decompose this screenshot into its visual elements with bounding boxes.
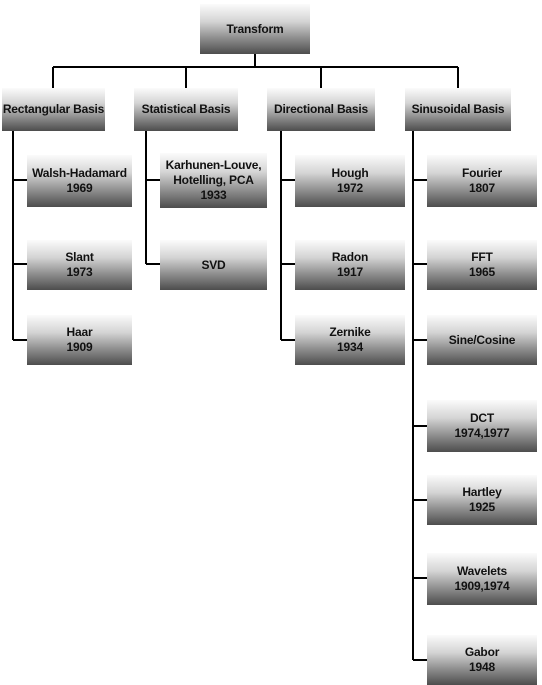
node-line2: 1972 [337,181,363,195]
node-fft: FFT 1965 [427,240,537,290]
node-line1: Haar [66,325,93,339]
node-line1: DCT [469,411,495,425]
node-line1: Walsh-Hadamard [32,166,127,180]
node-label: Directional Basis [274,102,368,116]
node-label: Statistical Basis [141,102,231,116]
node-transform-label: Transform [226,21,284,36]
node-line2: 1973 [66,265,93,279]
node-line1: FFT [471,250,493,264]
node-line3: 1933 [200,188,227,202]
node-transform: Transform [200,4,310,54]
node-haar: Haar 1909 [27,315,132,365]
node-line1: Zernike [329,325,371,339]
node-radon: Radon 1917 [295,240,405,290]
node-walsh-hadamard: Walsh-Hadamard 1969 [27,155,132,207]
node-line1: SVD [201,257,226,272]
node-slant: Slant 1973 [27,240,132,290]
node-line1: Hartley [462,485,502,499]
node-dct: DCT 1974,1977 [427,400,537,452]
node-wavelets: Wavelets 1909,1974 [427,553,537,605]
node-line1: Hough [331,166,369,180]
node-karhunen-louve: Karhunen-Louve, Hotelling, PCA 1933 [160,153,267,208]
node-zernike: Zernike 1934 [295,315,405,365]
node-directional-basis: Directional Basis [267,88,375,131]
node-sinusoidal-basis: Sinusoidal Basis [405,88,511,131]
node-hough: Hough 1972 [295,155,405,207]
node-line2: 1965 [469,265,495,279]
node-line2: 1807 [469,181,495,195]
node-line2: 1974,1977 [454,426,510,440]
node-statistical-basis: Statistical Basis [134,88,238,131]
node-line1: Sine/Cosine [448,332,516,347]
node-line1: Radon [331,250,369,264]
node-line2: 1948 [469,660,495,674]
node-fourier: Fourier 1807 [427,155,537,207]
node-line1: Wavelets [457,564,507,578]
node-line2: Hotelling, PCA [173,173,254,187]
node-line2: 1909,1974 [454,579,510,593]
node-gabor: Gabor 1948 [427,635,537,685]
node-line2: 1934 [337,340,363,354]
node-line2: 1917 [337,265,363,279]
node-line1: Slant [65,250,94,264]
node-line1: Karhunen-Louve, [165,158,262,172]
node-rectangular-basis: Rectangular Basis [2,88,105,131]
node-line2: 1925 [469,500,495,514]
node-line1: Fourier [462,166,502,180]
node-label: Sinusoidal Basis [411,102,505,116]
node-line2: 1969 [66,181,93,195]
node-sine-cosine: Sine/Cosine [427,315,537,365]
node-label: Rectangular Basis [2,102,105,116]
node-line2: 1909 [66,340,93,354]
node-svd: SVD [160,240,267,290]
node-line1: Gabor [464,645,500,659]
node-hartley: Hartley 1925 [427,475,537,525]
